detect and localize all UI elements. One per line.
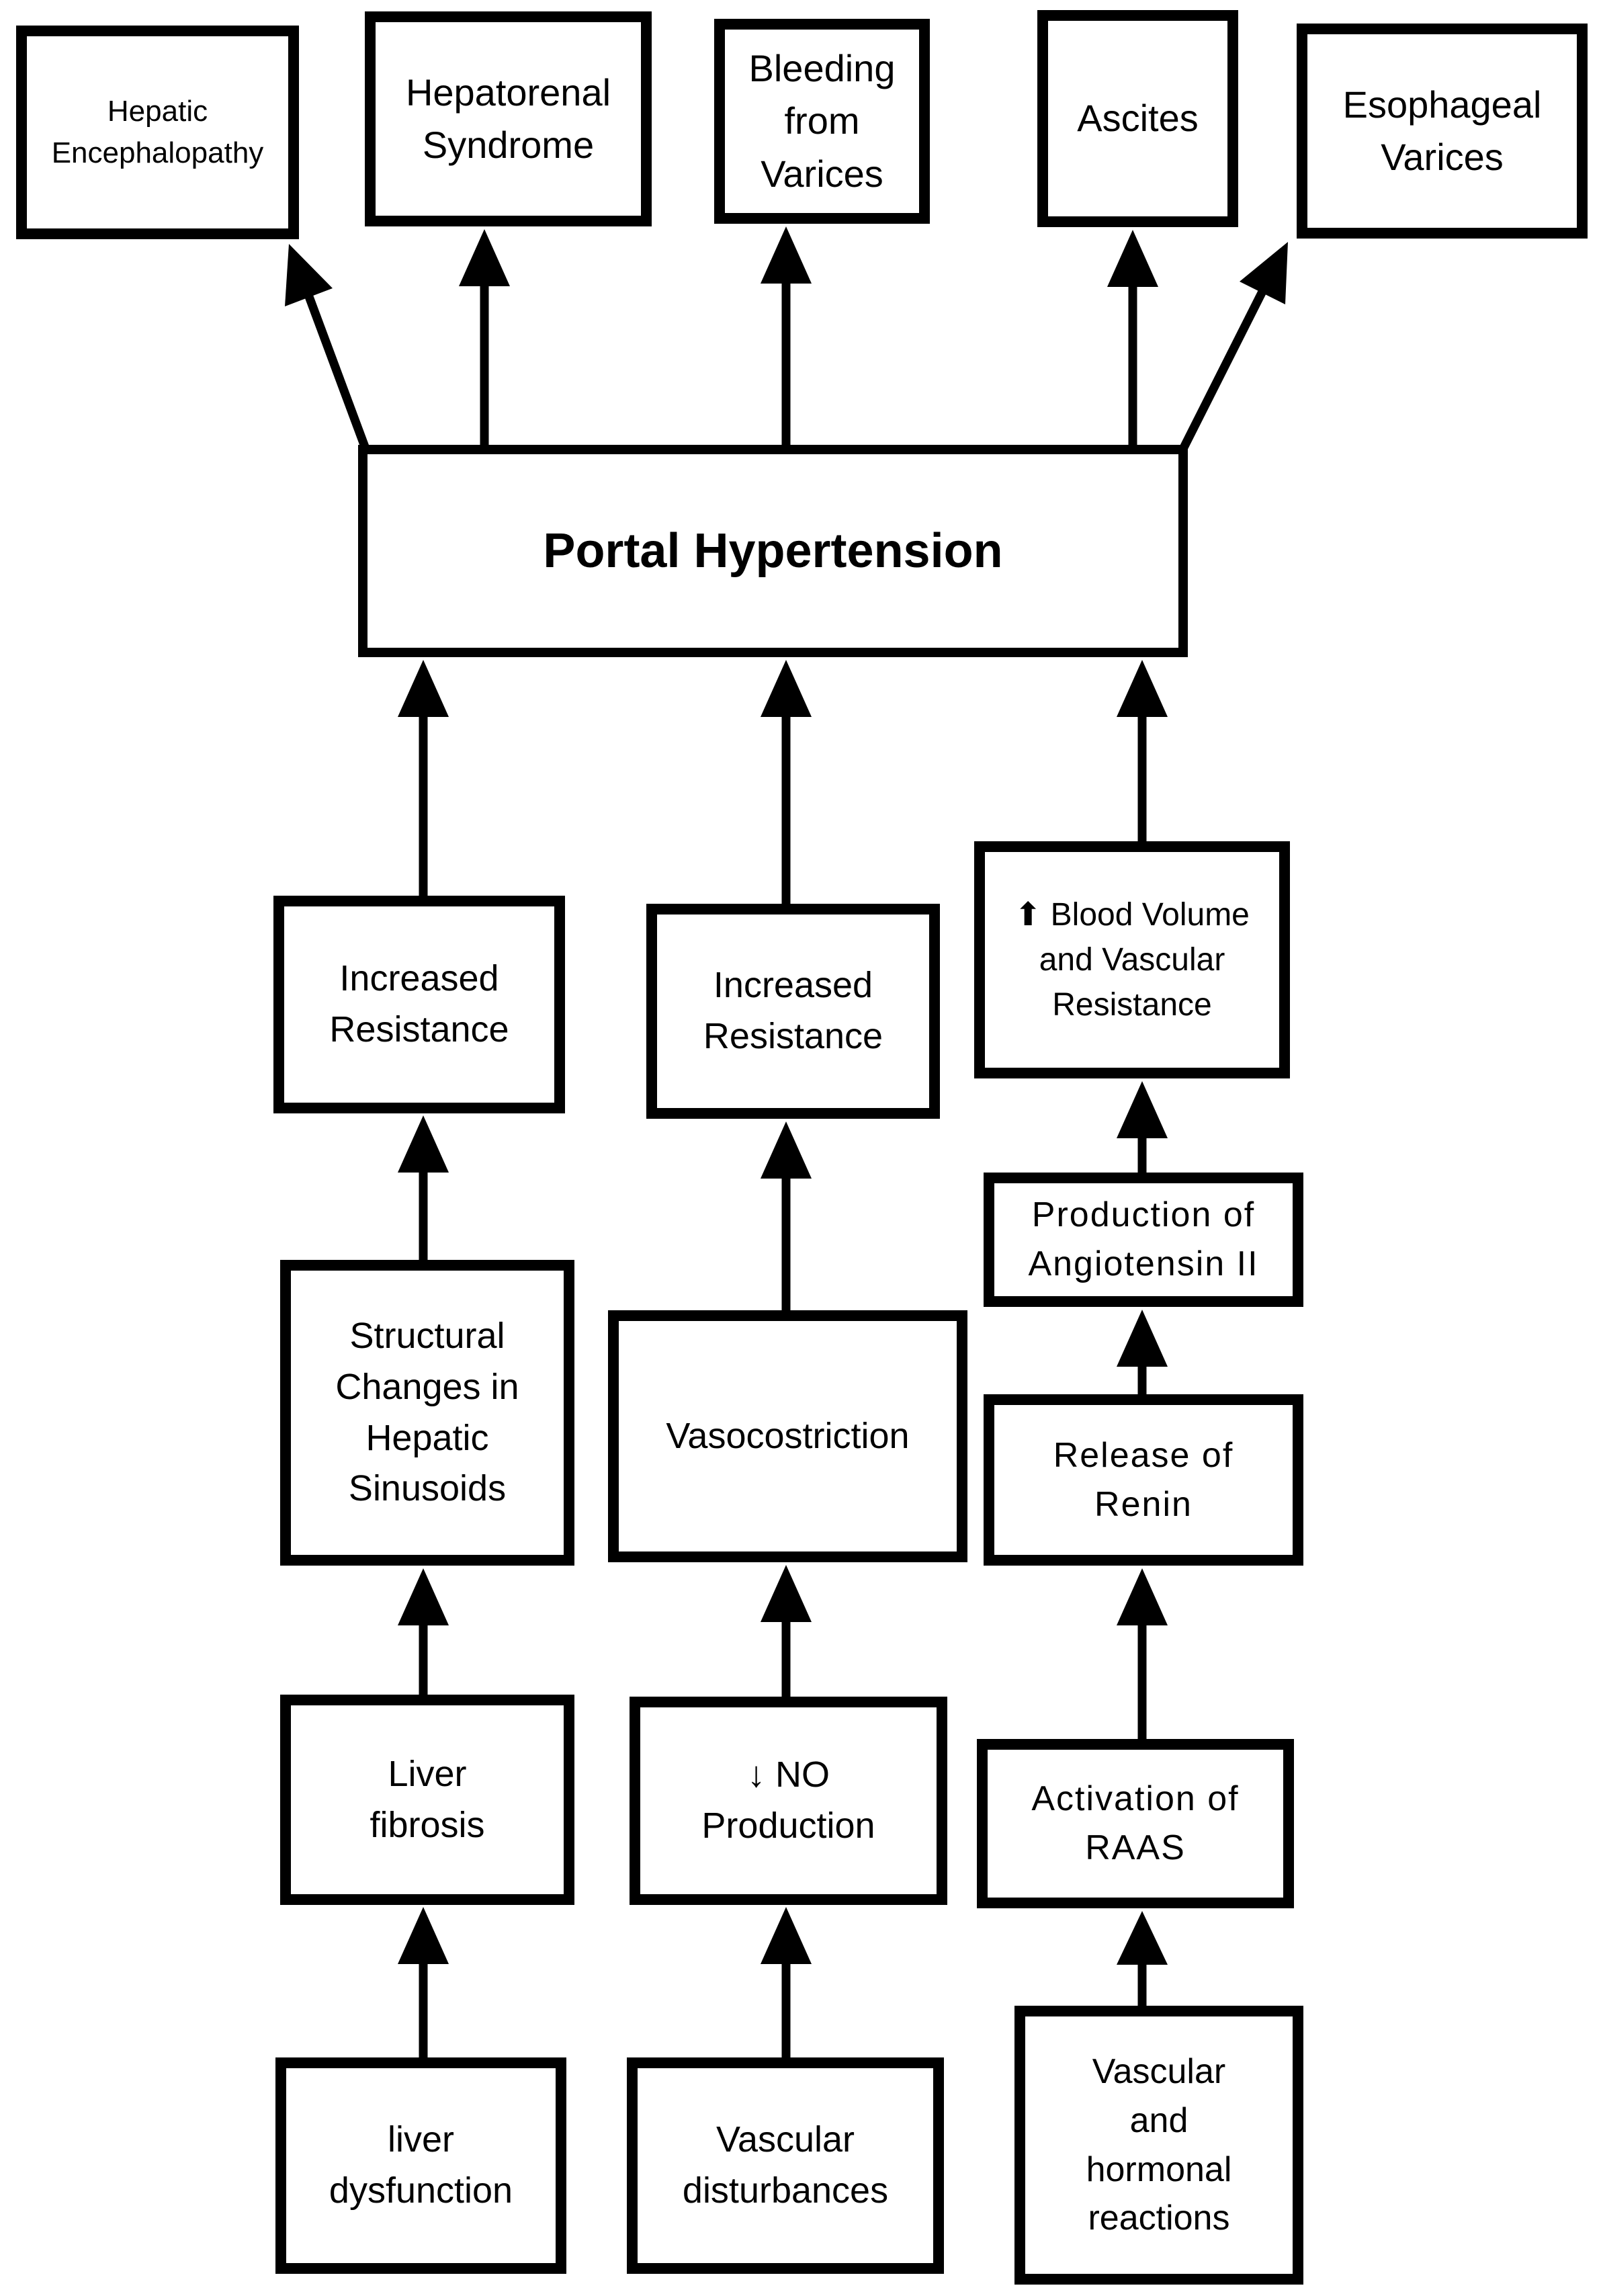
node-bleeding-from-varices: Bleeding from Varices xyxy=(714,19,930,224)
node-label: Esophageal Varices xyxy=(1342,83,1542,178)
arrow-no-production-to-vasocostriction xyxy=(761,1565,812,1697)
node-label: ↓ NO Production xyxy=(701,1754,875,1846)
node-label: Bleeding from Varices xyxy=(748,46,896,195)
arrow-portal-hypertension-to-bleeding-varices xyxy=(761,226,812,445)
node-label: ⬆ Blood Volume and Vascular Resistance xyxy=(1014,896,1250,1023)
node-vascular-and-hormonal-reactions: Vascular and hormonal reactions xyxy=(1014,2006,1303,2285)
node-label: liver dysfunction xyxy=(329,2119,513,2211)
arrow-liver-dysfunction-to-liver-fibrosis xyxy=(398,1907,449,2057)
arrow-release-renin-to-production-angiotensin xyxy=(1117,1310,1168,1394)
node-label: Hepatorenal Syndrome xyxy=(405,71,611,166)
arrow-structural-changes-to-increased-resistance-left xyxy=(398,1115,449,1260)
node-portal-hypertension: Portal Hypertension xyxy=(358,445,1188,657)
arrow-blood-volume-to-portal-hypertension xyxy=(1117,660,1168,841)
node-label: Production of Angiotensin II xyxy=(1028,1195,1259,1283)
node-liver-fibrosis: Liver fibrosis xyxy=(280,1695,574,1905)
node-decreased-no-production: ↓ NO Production xyxy=(630,1697,947,1905)
node-label: Portal Hypertension xyxy=(543,523,1003,578)
node-label: Vascular disturbances xyxy=(682,2119,889,2211)
arrow-portal-hypertension-to-esophageal-varices xyxy=(1178,242,1288,452)
node-label: Activation of RAAS xyxy=(1031,1779,1240,1867)
arrow-increased-resistance-middle-to-portal-hypertension xyxy=(761,660,812,904)
node-label: Structural Changes in Hepatic Sinusoids xyxy=(335,1316,519,1509)
node-label: Increased Resistance xyxy=(703,965,883,1056)
arrow-vascular-disturbances-to-no-production xyxy=(761,1907,812,2057)
node-label: Vascular and hormonal reactions xyxy=(1086,2051,1232,2238)
node-increased-resistance-middle: Increased Resistance xyxy=(646,904,940,1119)
node-label: Release of Renin xyxy=(1053,1435,1234,1524)
node-label: Vasocostriction xyxy=(666,1415,910,1456)
node-increased-blood-volume-vascular-resistance: ⬆ Blood Volume and Vascular Resistance xyxy=(974,841,1290,1078)
arrow-production-angiotensin-to-blood-volume xyxy=(1117,1081,1168,1173)
arrow-increased-resistance-left-to-portal-hypertension xyxy=(398,660,449,896)
arrow-liver-fibrosis-to-structural-changes xyxy=(398,1568,449,1695)
arrow-portal-hypertension-to-ascites xyxy=(1107,230,1158,445)
node-label: Hepatic Encephalopathy xyxy=(51,95,264,169)
node-hepatorenal-syndrome: Hepatorenal Syndrome xyxy=(365,11,652,226)
node-hepatic-encephalopathy: Hepatic Encephalopathy xyxy=(16,26,299,239)
arrow-vascular-hormonal-to-activation-raas xyxy=(1117,1911,1168,2006)
node-label: Ascites xyxy=(1077,97,1199,140)
node-activation-of-raas: Activation of RAAS xyxy=(977,1739,1294,1908)
node-release-of-renin: Release of Renin xyxy=(984,1394,1303,1566)
node-increased-resistance-left: Increased Resistance xyxy=(273,896,565,1113)
node-ascites: Ascites xyxy=(1037,10,1238,227)
node-structural-changes-hepatic-sinusoids: Structural Changes in Hepatic Sinusoids xyxy=(280,1260,574,1566)
node-production-of-angiotensin-ii: Production of Angiotensin II xyxy=(984,1173,1303,1307)
node-esophageal-varices: Esophageal Varices xyxy=(1297,24,1588,239)
arrow-activation-raas-to-release-renin xyxy=(1117,1568,1168,1739)
node-liver-dysfunction: liver dysfunction xyxy=(275,2057,566,2274)
node-vasocostriction: Vasocostriction xyxy=(608,1310,967,1562)
node-vascular-disturbances: Vascular disturbances xyxy=(627,2057,944,2274)
arrow-portal-hypertension-to-hepatic-encephalopathy xyxy=(285,244,371,452)
arrow-vasocostriction-to-increased-resistance-middle xyxy=(761,1121,812,1310)
node-label: Liver fibrosis xyxy=(370,1753,485,1845)
node-label: Increased Resistance xyxy=(329,958,509,1050)
arrow-portal-hypertension-to-hepatorenal-syndrome xyxy=(459,229,510,445)
